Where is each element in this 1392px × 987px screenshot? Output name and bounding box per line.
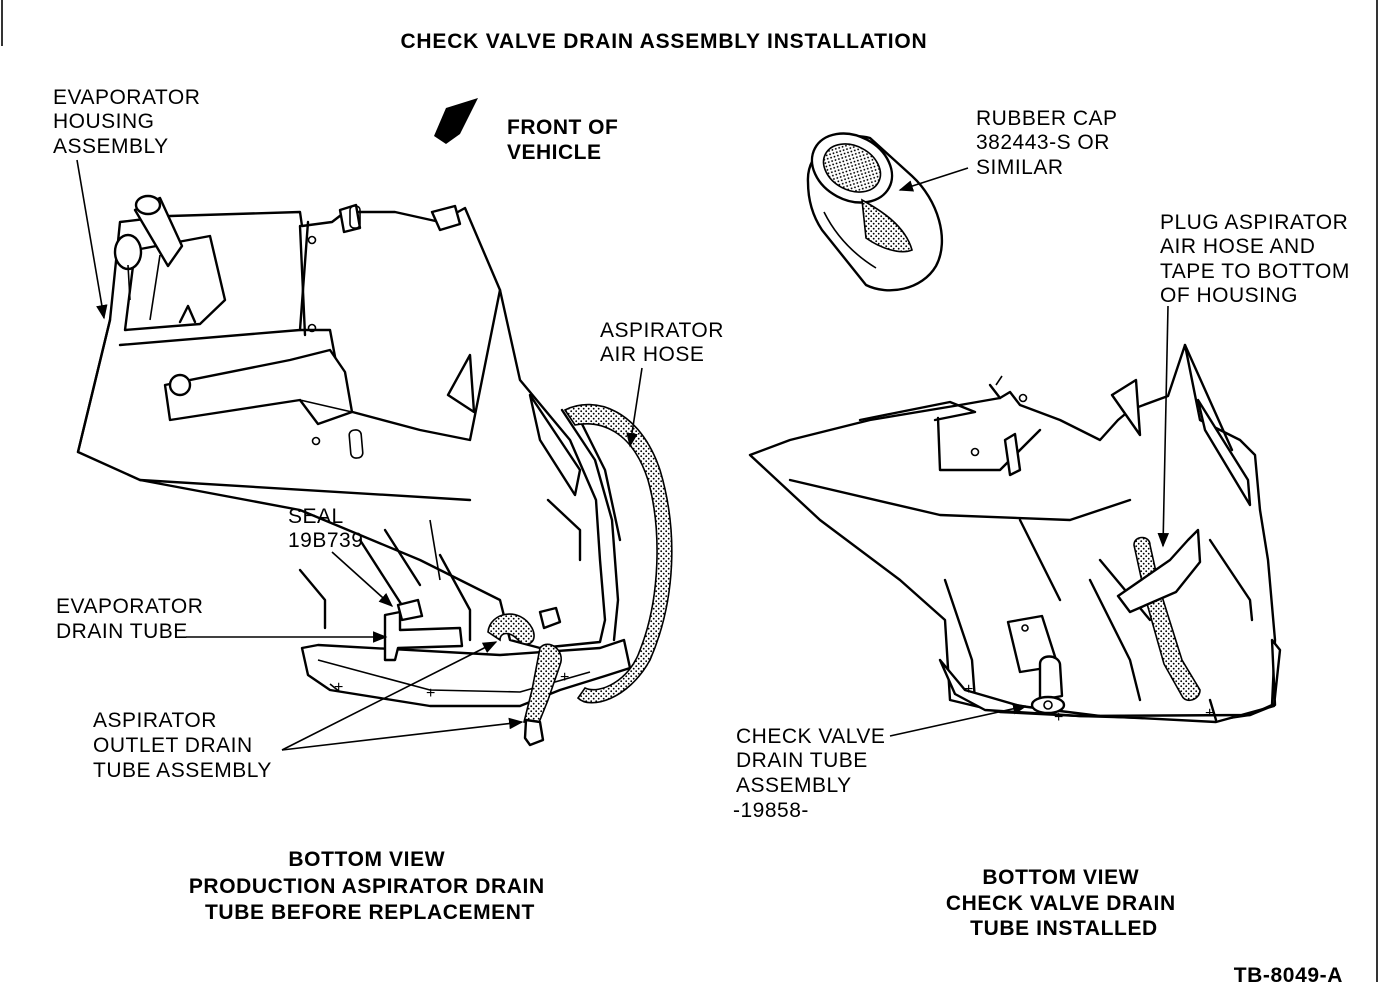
flange-plus-mark-3: + [334, 679, 343, 696]
flange-plus-mark-4: + [1054, 709, 1063, 726]
label-rubber-cap: RUBBER CAP 382443-S OR SIMILAR [976, 107, 1124, 179]
evaporator-housing-left-drawing: + + + [76, 194, 673, 747]
flange-plus-mark-2: + [560, 669, 569, 686]
label-evaporator-drain-tube: EVAPORATOR DRAIN TUBE [56, 595, 210, 643]
leader-aspirator-outlet-1 [281, 641, 498, 751]
label-aspirator-air-hose: ASPIRATOR AIR HOSE [600, 319, 730, 366]
leader-plug-aspirator [1157, 305, 1170, 548]
rubber-cap-drawing [806, 132, 944, 292]
flange-plus-mark: + [426, 685, 435, 702]
diagram-title: CHECK VALVE DRAIN ASSEMBLY INSTALLATION [400, 30, 927, 53]
label-seal: SEAL 19B739 [288, 505, 363, 552]
leader-rubber-cap [898, 167, 969, 192]
front-of-vehicle-arrow-icon [434, 98, 478, 144]
caption-right: BOTTOM VIEW CHECK VALVE DRAIN TUBE INSTA… [946, 866, 1182, 940]
label-evaporator-housing: EVAPORATOR HOUSING ASSEMBLY [53, 86, 207, 158]
label-plug-aspirator: PLUG ASPIRATOR AIR HOSE AND TAPE TO BOTT… [1160, 211, 1356, 307]
label-aspirator-outlet-drain-tube: ASPIRATOR OUTLET DRAIN TUBE ASSEMBLY [93, 709, 272, 782]
flange-plus-mark-6: + [1205, 705, 1214, 722]
leader-seal [331, 551, 394, 607]
leader-aspirator-outlet-2 [281, 717, 524, 751]
figure-id: TB-8049-A [1234, 964, 1343, 982]
caption-left: BOTTOM VIEW PRODUCTION ASPIRATOR DRAIN T… [189, 848, 551, 924]
label-check-valve-drain-tube: CHECK VALVE DRAIN TUBE ASSEMBLY -19858- [733, 725, 892, 822]
evaporator-housing-right-drawing: + + + [748, 343, 1282, 726]
leader-check-valve-drain-tube [889, 703, 1028, 737]
leader-evaporator-housing [76, 159, 108, 320]
leader-lines [76, 159, 1170, 751]
label-front-of-vehicle: FRONT OF VEHICLE [507, 116, 625, 164]
flange-plus-mark-5: + [964, 681, 973, 698]
leader-aspirator-air-hose [626, 367, 643, 448]
